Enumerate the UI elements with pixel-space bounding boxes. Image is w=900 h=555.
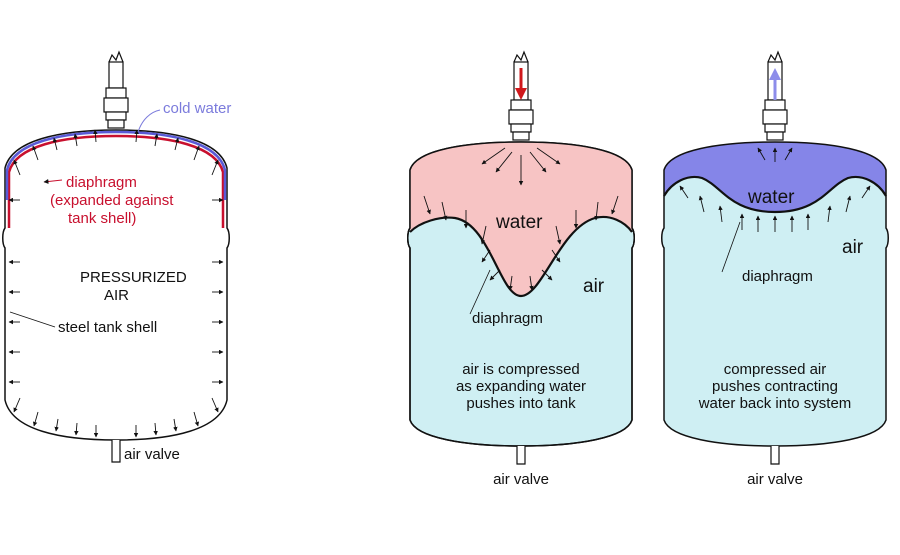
diaphragm-label-right: diaphragm bbox=[742, 268, 813, 285]
caption-middle-3: pushes into tank bbox=[466, 395, 576, 412]
pressure-arrow bbox=[611, 195, 619, 215]
down-arrow-icon bbox=[515, 68, 527, 100]
water-label-right: water bbox=[747, 187, 795, 208]
pressure-arrow bbox=[73, 133, 78, 147]
cold-water-leader bbox=[137, 109, 161, 133]
pressure-arrow bbox=[594, 201, 599, 221]
air-region-right bbox=[661, 142, 889, 446]
pressure-arrows-left bbox=[8, 129, 224, 438]
pressure-arrow bbox=[211, 397, 219, 413]
pressure-arrow bbox=[193, 411, 200, 427]
diaphragm-leader-left bbox=[43, 179, 63, 184]
pressure-arrow bbox=[508, 275, 513, 291]
steel-tank-shell-label: steel tank shell bbox=[58, 319, 157, 336]
air-valve-label-middle: air valve bbox=[493, 471, 549, 488]
pressure-arrow bbox=[784, 147, 793, 161]
diaphragm-label-middle: diaphragm bbox=[472, 310, 543, 327]
diaphragm-label-left-3: tank shell) bbox=[68, 210, 136, 227]
pressure-arrow bbox=[193, 145, 200, 161]
pressure-arrow bbox=[32, 145, 39, 161]
pressure-arrow bbox=[536, 147, 561, 165]
water-label-middle: water bbox=[495, 212, 543, 233]
pressure-arrow bbox=[13, 159, 21, 176]
pressure-arrow bbox=[54, 418, 59, 432]
water-region-middle bbox=[410, 142, 632, 296]
air-valve-label-right: air valve bbox=[747, 471, 803, 488]
pressure-arrow bbox=[174, 137, 180, 151]
tank-middle: water air diaphragm air is compressed as… bbox=[407, 50, 635, 488]
air-label-right: air bbox=[842, 237, 864, 258]
pressure-arrow bbox=[74, 422, 79, 436]
pressure-arrow bbox=[845, 195, 852, 213]
pressure-arrow bbox=[153, 422, 158, 436]
air-valve-stem-middle bbox=[516, 446, 526, 465]
diaphragm-leader-right bbox=[721, 221, 741, 273]
pressure-arrow bbox=[32, 411, 39, 427]
diaphragm-middle bbox=[409, 215, 633, 298]
up-arrow-icon bbox=[769, 68, 781, 100]
caption-right-2: pushes contracting bbox=[712, 378, 838, 395]
pressure-arrow bbox=[93, 129, 98, 143]
pressure-arrow bbox=[861, 185, 871, 199]
pressure-arrow bbox=[551, 249, 561, 263]
pressure-arrow bbox=[481, 249, 491, 263]
water-region-right bbox=[664, 142, 886, 212]
pressure-arrow bbox=[529, 275, 534, 291]
pressure-arrow bbox=[529, 151, 547, 173]
inlet-pipe-left bbox=[103, 50, 129, 129]
steel-shell-leader bbox=[9, 311, 56, 328]
tank-right: water air diaphragm compressed air pushe… bbox=[661, 50, 889, 488]
cold-water-label: cold water bbox=[163, 100, 231, 117]
pressure-arrow bbox=[211, 159, 219, 176]
pressure-arrow bbox=[480, 225, 487, 245]
pressure-arrow bbox=[52, 137, 58, 151]
diaphragm-leader-middle bbox=[469, 269, 491, 315]
diaphragm-label-left-1: diaphragm bbox=[66, 174, 137, 191]
pressurized-label-2: AIR bbox=[104, 287, 129, 304]
pressure-arrow bbox=[489, 269, 501, 281]
pressure-arrow bbox=[134, 129, 139, 143]
cold-water-layer bbox=[5, 130, 227, 200]
air-label-middle: air bbox=[583, 276, 605, 297]
diaphragm-expanded bbox=[7, 134, 225, 228]
caption-right-3: water back into system bbox=[698, 395, 852, 412]
pressure-arrow bbox=[423, 195, 431, 215]
diaphragm-label-left-2: (expanded against bbox=[50, 192, 174, 209]
pressure-arrow bbox=[757, 147, 766, 161]
tank-left: cold water diaphragm (expanded against t… bbox=[2, 50, 231, 463]
pressure-arrow bbox=[154, 133, 159, 147]
pressure-arrow bbox=[718, 205, 723, 223]
caption-middle-1: air is compressed bbox=[462, 361, 580, 378]
pressure-arrow bbox=[495, 151, 513, 173]
pressure-arrow bbox=[555, 225, 562, 245]
diaphragm-right bbox=[663, 175, 887, 214]
air-valve-label-left: air valve bbox=[124, 446, 180, 463]
pressure-arrow bbox=[13, 397, 21, 413]
caption-right-1: compressed air bbox=[724, 361, 827, 378]
pressure-arrow bbox=[679, 185, 689, 199]
pressure-arrows-right bbox=[679, 147, 871, 232]
pressure-arrow bbox=[441, 201, 448, 221]
pressure-arrow bbox=[481, 147, 506, 165]
air-valve-stem-right bbox=[770, 446, 780, 465]
pressure-arrow bbox=[541, 269, 553, 281]
air-valve-stem-left bbox=[111, 440, 121, 463]
pressure-arrow bbox=[173, 418, 178, 432]
pressurized-label-1: PRESSURIZED bbox=[80, 269, 187, 286]
pressure-arrows-middle bbox=[423, 147, 619, 291]
pressure-arrow bbox=[827, 205, 832, 223]
caption-middle-2: as expanding water bbox=[456, 378, 586, 395]
pressure-arrow bbox=[698, 195, 705, 213]
